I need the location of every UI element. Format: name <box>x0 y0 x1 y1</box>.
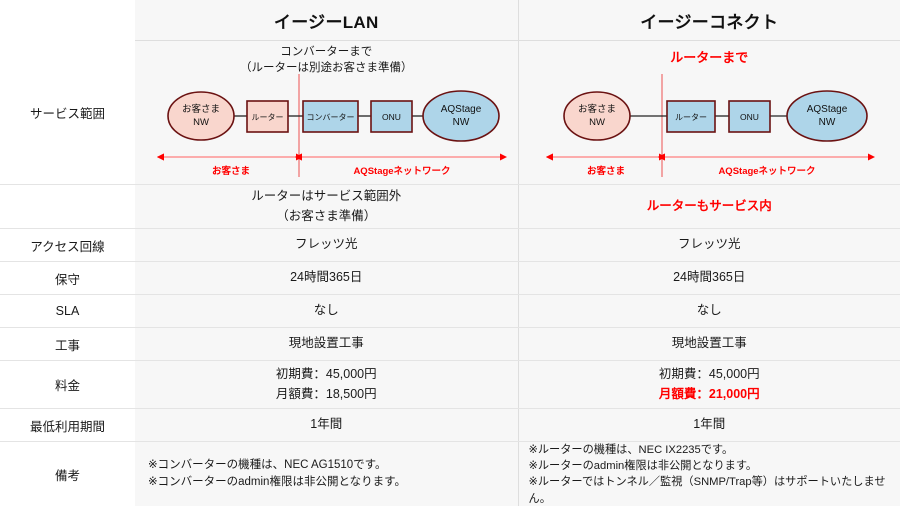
node-router-icon <box>665 100 716 133</box>
caption-line-1: コンバーターまで <box>280 46 373 58</box>
row-construction: 工事 現地設置工事 現地設置工事 <box>0 327 900 361</box>
cell-sla-easy-lan: なし <box>135 294 518 328</box>
price-a-monthly: 月額費：18,500円 <box>275 386 377 401</box>
cell-sla-easy-connect: なし <box>517 294 900 328</box>
node-aqstage-nw-icon <box>422 90 500 142</box>
cell-range-note-easy-connect: ルーターもサービス内 <box>517 184 900 229</box>
row-access-line: アクセス回線 フレッツ光 フレッツ光 <box>0 228 900 262</box>
row-remarks: 備考 ※コンバーターの機種は、NEC AG1510です。 ※コンバーターのadm… <box>0 441 900 506</box>
cell-service-range-easy-lan: コンバーターまで （ルーターは別途お客さま準備） <box>135 40 518 185</box>
row-price: 料金 初期費：45,000円 月額費：18,500円 初期費：45,000円 月… <box>0 360 900 409</box>
svg-text:ルーター: ルーター <box>252 113 284 122</box>
row-label-sla: SLA <box>0 294 135 328</box>
node-customer-nw-icon <box>562 91 631 141</box>
node-router-icon <box>246 100 289 133</box>
cell-service-range-easy-connect: ルーターまで お客さま NW ルーター ONU <box>517 40 900 185</box>
range-note-a-line2: （お客さま準備） <box>276 208 377 223</box>
header-easy-lan: イージーLAN <box>135 0 518 41</box>
cell-min-term-easy-connect: 1年間 <box>517 408 900 442</box>
svg-text:NW: NW <box>818 117 835 128</box>
remarks-b-line2: ※ルーターのadmin権限は非公開となります。 <box>528 460 758 473</box>
span-label-customer: お客さま <box>212 165 250 177</box>
row-label-construction: 工事 <box>0 327 135 361</box>
diagram-easy-lan: コンバーターまで （ルーターは別途お客さま準備） <box>135 41 518 184</box>
price-b-monthly: 月額費：21,000円 <box>658 386 760 401</box>
table-header-row: イージーLAN イージーコネクト <box>0 0 900 41</box>
row-label-access-line: アクセス回線 <box>0 228 135 262</box>
cell-maintenance-easy-lan: 24時間365日 <box>135 261 518 295</box>
row-label-min-term: 最低利用期間 <box>0 408 135 442</box>
cell-access-line-easy-lan: フレッツ光 <box>135 228 518 262</box>
diagram-caption-easy-lan: コンバーターまで （ルーターは別途お客さま準備） <box>135 45 518 76</box>
diagram-caption-easy-connect: ルーターまで <box>670 50 749 65</box>
node-aqstage-nw-icon <box>785 90 868 142</box>
svg-text:コンバーター: コンバーター <box>307 113 355 122</box>
row-label-service-range: サービス範囲 <box>0 40 135 185</box>
cell-maintenance-easy-connect: 24時間365日 <box>517 261 900 295</box>
remarks-b-line1: ※ルーターの機種は、NEC IX2235です。 <box>528 444 734 456</box>
caption-line-2: （ルーターは別途お客さま準備） <box>240 61 413 74</box>
span-label-aqstage: AQStageネットワーク <box>353 166 450 177</box>
diagram-svg-easy-connect: お客さま NW ルーター ONU AQStage NW お客さま <box>545 74 875 177</box>
row-service-range: サービス範囲 コンバーターまで （ルーターは別途お客さま準備） <box>0 40 900 185</box>
header-blank-cell <box>0 0 135 41</box>
node-onu-icon <box>370 100 413 133</box>
span-label-customer: お客さま <box>586 165 624 177</box>
svg-text:ルーター: ルーター <box>675 113 707 122</box>
row-label-maintenance: 保守 <box>0 261 135 295</box>
svg-text:ONU: ONU <box>382 112 401 122</box>
remarks-a-line2: ※コンバーターのadmin権限は非公開となります。 <box>148 476 406 489</box>
row-label-price: 料金 <box>0 360 135 409</box>
price-a-initial: 初期費：45,000円 <box>275 367 377 382</box>
node-converter-icon <box>302 100 359 133</box>
node-onu-icon <box>727 100 771 133</box>
cell-price-easy-connect: 初期費：45,000円 月額費：21,000円 <box>517 360 900 409</box>
row-maintenance: 保守 24時間365日 24時間365日 <box>0 261 900 295</box>
svg-text:ONU: ONU <box>740 112 759 122</box>
row-sla: SLA なし なし <box>0 294 900 328</box>
cell-construction-easy-connect: 現地設置工事 <box>517 327 900 361</box>
cell-price-easy-lan: 初期費：45,000円 月額費：18,500円 <box>135 360 518 409</box>
span-label-aqstage: AQStageネットワーク <box>718 166 815 177</box>
svg-text:お客さま: お客さま <box>182 103 220 115</box>
svg-text:AQStage: AQStage <box>806 104 847 115</box>
svg-text:NW: NW <box>589 117 605 128</box>
row-min-term: 最低利用期間 1年間 1年間 <box>0 408 900 442</box>
diagram-svg-easy-lan: お客さま NW ルーター コンバーター ONU <box>156 74 507 177</box>
range-note-a-line1: ルーターはサービス範囲外 <box>251 189 402 204</box>
svg-text:NW: NW <box>193 117 209 128</box>
node-customer-nw-icon <box>167 91 235 141</box>
svg-text:AQStage: AQStage <box>441 104 482 115</box>
cell-min-term-easy-lan: 1年間 <box>135 408 518 442</box>
svg-text:お客さま: お客さま <box>577 103 615 115</box>
cell-remarks-easy-connect: ※ルーターの機種は、NEC IX2235です。 ※ルーターのadmin権限は非公… <box>517 441 900 506</box>
header-easy-connect: イージーコネクト <box>517 0 900 41</box>
range-note-b-line1: ルーターもサービス内 <box>646 198 772 213</box>
diagram-easy-connect: ルーターまで お客さま NW ルーター ONU <box>519 41 900 184</box>
cell-range-note-easy-lan: ルーターはサービス範囲外 （お客さま準備） <box>135 184 518 229</box>
cell-construction-easy-lan: 現地設置工事 <box>135 327 518 361</box>
row-range-note: ルーターはサービス範囲外 （お客さま準備） ルーターもサービス内 <box>0 184 900 229</box>
price-b-initial: 初期費：45,000円 <box>658 367 760 382</box>
cell-remarks-easy-lan: ※コンバーターの機種は、NEC AG1510です。 ※コンバーターのadmin権… <box>135 441 518 506</box>
remarks-b-line3: ※ルーターではトンネル／監視（SNMP/Trap等）はサポートいたしません。 <box>528 476 886 505</box>
cell-access-line-easy-connect: フレッツ光 <box>517 228 900 262</box>
row-label-range-note <box>0 184 135 229</box>
svg-text:NW: NW <box>453 117 470 128</box>
remarks-a-line1: ※コンバーターの機種は、NEC AG1510です。 <box>148 459 387 472</box>
row-label-remarks: 備考 <box>0 441 135 506</box>
